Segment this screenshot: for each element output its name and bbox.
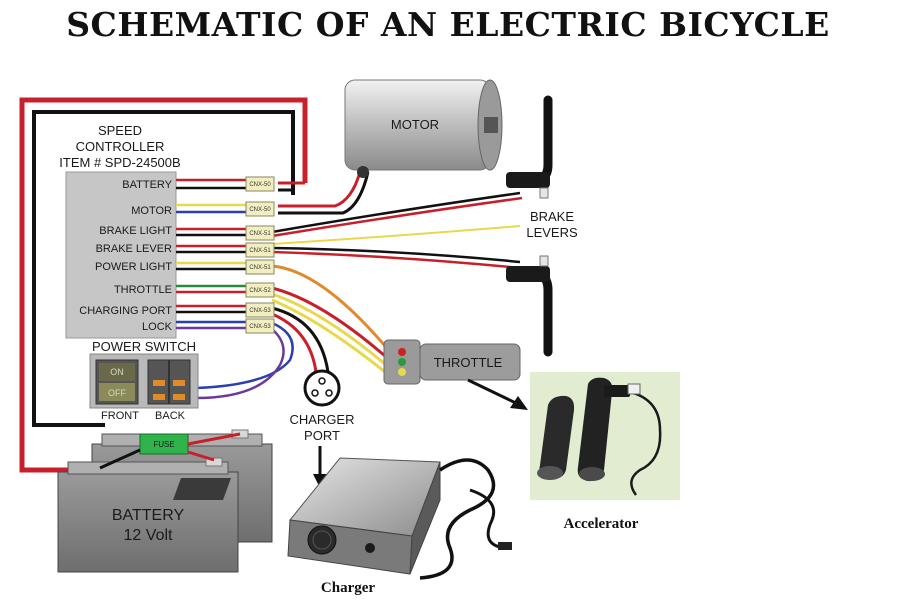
switch-front-label: FRONT [101, 410, 139, 422]
accelerator-grip-left [539, 395, 575, 480]
controller-port-label: BATTERY [122, 179, 172, 191]
brake-levers: BRAKE LEVERS [506, 95, 578, 357]
motor-terminal [357, 166, 369, 178]
connector-label: CNX-51 [249, 265, 271, 271]
connector-label: CNX-53 [249, 324, 271, 330]
controller-port-label: LOCK [142, 321, 173, 333]
connector-label: CNX-51 [249, 248, 271, 254]
charger-port: CHARGER PORT [289, 369, 355, 443]
battery-red-loop-wire [19, 97, 308, 473]
brake-switch-lower [539, 255, 549, 267]
switch-back-label: BACK [155, 410, 186, 422]
power-switch-label: POWER SWITCH [92, 339, 196, 354]
brake-lever-lower-clamp [506, 266, 550, 282]
controller-port-label: BRAKE LIGHT [99, 225, 172, 237]
controller-label-line2: CONTROLLER [76, 139, 165, 154]
connector-label: CNX-50 [249, 182, 271, 188]
charger-caption: Charger [321, 580, 375, 596]
accelerator-arrow-line [467, 378, 521, 407]
controller-ports: BATTERY MOTOR BRAKE LIGHT BRAKE LEVER POWER … [79, 179, 172, 333]
connector-block [245, 259, 275, 275]
brake-label-line2: LEVERS [526, 225, 578, 240]
throttle-red-led [398, 348, 406, 356]
switch-on-label: ON [110, 367, 124, 377]
accelerator-cable [629, 390, 662, 496]
connector-blocks: CNX-50CNX-50CNX-51CNX-51CNX-51CNX-52CNX-… [245, 176, 275, 334]
speed-controller: SPEED CONTROLLER ITEM # SPD-24500B BATTE… [59, 123, 181, 339]
accelerator-caption: Accelerator [564, 516, 639, 532]
connector-block [245, 318, 275, 334]
controller-port-label: BRAKE LEVER [96, 243, 172, 255]
accelerator-grip-right [577, 377, 613, 482]
charger-port-label-line2: PORT [304, 428, 340, 443]
accelerator-photo [530, 372, 680, 500]
charger-cable [419, 458, 496, 580]
motor: MOTOR [344, 79, 503, 178]
throttle-label: THROTTLE [434, 355, 503, 370]
brake-switch-upper [539, 187, 549, 199]
brake-lever-lower [507, 267, 553, 357]
throttle-yellow-led [398, 368, 406, 376]
controller-label-line3: ITEM # SPD-24500B [59, 155, 180, 170]
connector-block [245, 225, 275, 241]
switch-off-label: OFF [108, 388, 126, 398]
charger-port-socket [303, 369, 341, 407]
battery: FUSE BATTERY 12 Volt [57, 429, 273, 573]
battery-label-line1: BATTERY [112, 507, 185, 524]
throttle-green-led [398, 358, 406, 366]
brake-label-line1: BRAKE [530, 209, 574, 224]
connector-label: CNX-51 [249, 231, 271, 237]
charger [173, 457, 512, 580]
page-title: SCHEMATIC OF AN ELECTRIC BICYCLE [66, 5, 830, 44]
connector-block [245, 176, 275, 192]
battery-black-loop-wire [32, 110, 295, 427]
controller-label-line1: SPEED [98, 123, 142, 138]
brake-lever-upper [507, 95, 553, 187]
accelerator-arrow-head [510, 396, 528, 410]
controller-port-label: THROTTLE [114, 284, 172, 296]
throttle-unit: THROTTLE [383, 339, 521, 385]
controller-port-label: MOTOR [131, 205, 172, 217]
connector-label: CNX-53 [249, 308, 271, 314]
charger-port-label-line1: CHARGER [289, 412, 354, 427]
power-switch: POWER SWITCH ON OFF FRONT BACK [89, 339, 199, 422]
connector-block [245, 242, 275, 258]
connector-label: CNX-52 [249, 288, 271, 294]
motor-label: MOTOR [391, 117, 439, 132]
controller-box [65, 171, 177, 339]
charger-fan [307, 525, 337, 555]
charger-arrow-head [313, 474, 327, 488]
connector-block [245, 302, 275, 318]
controller-wires [176, 171, 523, 400]
connector-block [245, 201, 275, 217]
controller-port-label: POWER LIGHT [95, 261, 172, 273]
battery-label-line2: 12 Volt [124, 527, 173, 544]
controller-port-label: CHARGING PORT [79, 305, 172, 317]
connector-label: CNX-50 [249, 207, 271, 213]
brake-lever-upper-clamp [506, 172, 550, 188]
motor-shaft [484, 117, 498, 133]
fuse-label: FUSE [153, 440, 174, 449]
connector-block [245, 282, 275, 298]
